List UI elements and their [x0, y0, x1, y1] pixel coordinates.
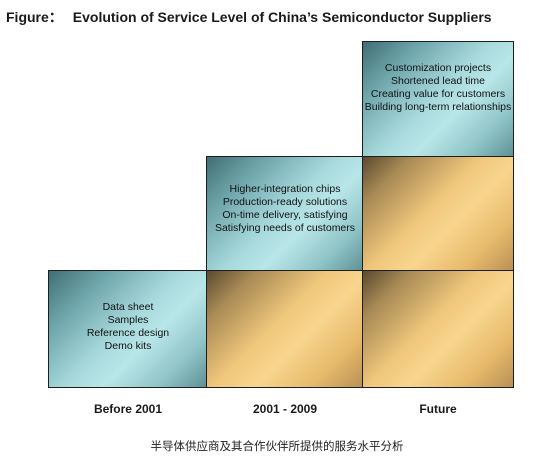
- column-label-2001-2009: 2001 - 2009: [252, 402, 318, 416]
- future-services-box: Customization projects Shortened lead ti…: [362, 41, 514, 158]
- future-item-4: Building long-term relationships: [364, 101, 512, 113]
- future-services-list: Customization projects Shortened lead ti…: [363, 62, 513, 114]
- future-level-2-box: [362, 156, 514, 272]
- stage1-item-1: Data sheet: [102, 301, 154, 313]
- stage2-services-box: Higher-integration chips Production-read…: [206, 156, 364, 272]
- stage1-services-box: Data sheet Samples Reference design Demo…: [48, 270, 208, 388]
- future-item-2: Shortened lead time: [391, 75, 485, 87]
- stage1-item-3: Reference design: [86, 327, 170, 339]
- stage1-item-4: Demo kits: [104, 340, 152, 352]
- future-item-1: Customization projects: [384, 62, 492, 74]
- figure-title: Figure： Evolution of Service Level of Chi…: [6, 7, 492, 27]
- column-label-before-2001: Before 2001: [93, 402, 163, 416]
- stage1-services-list: Data sheet Samples Reference design Demo…: [49, 301, 207, 353]
- figure-title-text: Evolution of Service Level of China’s Se…: [72, 9, 492, 25]
- chinese-caption: 半导体供应商及其合作伙伴所提供的服务水平分析: [150, 441, 404, 453]
- stage2-item-1: Higher-integration chips: [229, 183, 341, 195]
- stage2-level-1-box: [206, 270, 364, 388]
- stage2-item-3: On-time delivery, satisfying: [222, 209, 348, 221]
- stage1-item-2: Samples: [107, 314, 149, 326]
- stage2-item-2: Production-ready solutions: [222, 196, 348, 208]
- future-level-1-box: [362, 270, 514, 388]
- future-item-3: Creating value for customers: [370, 88, 506, 100]
- stage2-services-list: Higher-integration chips Production-read…: [207, 183, 363, 235]
- stage2-item-4: Satisfying needs of customers: [214, 222, 356, 234]
- column-label-future: Future: [419, 402, 457, 416]
- figure-label: Figure：: [6, 9, 63, 25]
